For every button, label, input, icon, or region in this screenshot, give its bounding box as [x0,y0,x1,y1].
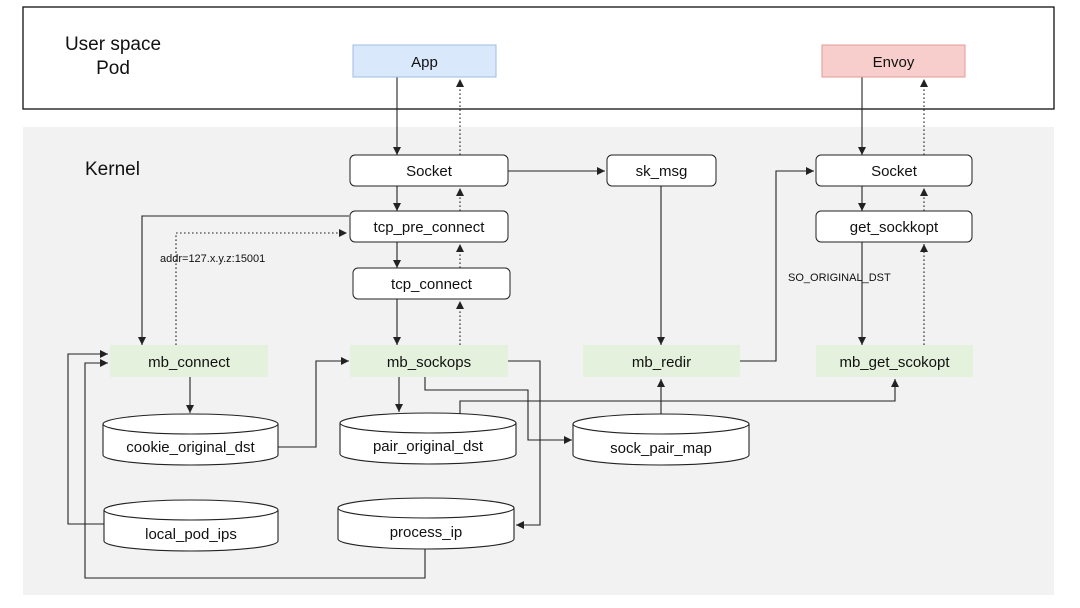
node-get-sockkopt: get_sockkopt [815,210,973,243]
node-mb-get-scokopt: mb_get_scokopt [816,345,973,377]
node-mb-redir-label: mb_redir [632,354,691,371]
map-process-ip: process_ip [337,497,515,550]
kernel-label: Kernel [85,159,140,180]
node-mb-connect-label: mb_connect [148,354,231,371]
edge-mb-sockops-to-sock-pair-map [424,377,572,444]
edge-process-ip-to-mb-connect [84,359,426,579]
map-cookie-original-dst-label: cookie_original_dst [126,439,255,456]
edges [67,77,928,579]
node-socket-right: Socket [815,154,973,187]
map-pair-original-dst-label: pair_original_dst [373,438,484,455]
node-mb-sockops-label: mb_sockops [387,354,471,371]
map-local-pod-ips-label: local_pod_ips [145,526,237,543]
node-sk-msg: sk_msg [606,154,717,187]
node-envoy-label: Envoy [873,54,915,71]
map-local-pod-ips: local_pod_ips [103,499,279,552]
user-space-label: User space [65,34,161,55]
node-tcp-connect: tcp_connect [352,267,511,300]
map-pair-original-dst: pair_original_dst [339,412,517,465]
map-cookie-original-dst: cookie_original_dst [102,413,279,466]
map-process-ip-label: process_ip [390,524,463,541]
node-app-label: App [411,54,438,71]
edge-label-so-original-dst: SO_ORIGINAL_DST [788,272,891,284]
edge-label-addr: addr=127.x.y.z:15001 [160,253,265,265]
pod-label: Pod [96,58,130,79]
node-app: App [352,44,497,78]
edge-pair-original-dst-to-mb-get-scokopt [459,379,899,414]
node-tcp-pre-connect-label: tcp_pre_connect [374,219,486,236]
edge-local-pod-ips-to-mb-connect [67,350,108,525]
map-sock-pair-map-label: sock_pair_map [610,440,712,457]
edge-mb-sockops-to-process-ip [508,360,541,529]
node-get-sockkopt-label: get_sockkopt [850,219,939,236]
node-tcp-pre-connect: tcp_pre_connect [349,210,509,243]
edge-mb-connect-to-tcp-pre-connect [175,229,347,345]
edge-tcp-pre-connect-to-mb-connect [138,215,349,345]
node-mb-get-scokopt-label: mb_get_scokopt [839,354,950,371]
node-socket-left: Socket [349,154,509,187]
node-envoy: Envoy [821,44,966,78]
node-socket-left-label: Socket [406,163,453,180]
node-tcp-connect-label: tcp_connect [391,276,473,293]
node-mb-connect: mb_connect [110,345,268,377]
node-socket-right-label: Socket [871,163,918,180]
node-sk-msg-label: sk_msg [636,163,688,180]
map-sock-pair-map: sock_pair_map [572,413,750,466]
edge-mb-redir-to-socket [740,167,814,362]
edge-cookie-original-dst-to-mb-sockops [278,357,349,448]
node-mb-redir: mb_redir [583,345,740,377]
node-mb-sockops: mb_sockops [350,345,508,377]
